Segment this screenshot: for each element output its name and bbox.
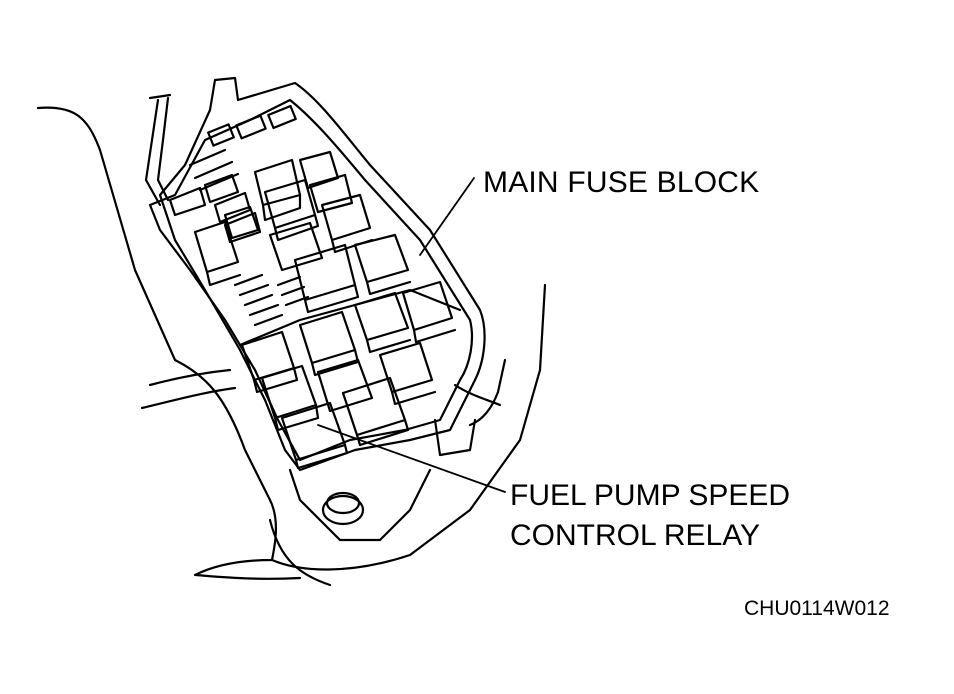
body-panel	[36, 106, 547, 587]
relay	[353, 233, 412, 296]
leader-lines	[317, 177, 506, 493]
relay	[316, 358, 374, 413]
relay-label-line-1: FUEL PUMP SPEED	[510, 479, 791, 512]
fuse-slot	[267, 104, 297, 130]
fuse-slot	[235, 114, 267, 140]
relay-label-line-2: CONTROL RELAY	[510, 519, 761, 552]
figure-code: CHU0114W012	[744, 597, 890, 620]
relay	[298, 310, 360, 377]
lower-relay-section	[238, 280, 462, 470]
relay	[193, 220, 242, 287]
relay	[353, 291, 412, 354]
relay	[308, 173, 354, 214]
upper-fuse-section	[168, 104, 412, 327]
relay	[293, 243, 360, 314]
relay	[378, 341, 437, 406]
relay	[260, 364, 320, 432]
relay	[401, 280, 457, 344]
relay	[268, 221, 324, 272]
relay	[223, 205, 260, 240]
fuse-slot	[207, 123, 235, 147]
fuel-pump-relay-label: FUEL PUMP SPEED CONTROL RELAY	[510, 476, 790, 556]
main-fuse-block-label: MAIN FUSE BLOCK	[483, 166, 760, 199]
fuel-pump-speed-control-relay	[280, 401, 349, 470]
relay-leader-line	[317, 424, 506, 493]
main-fuse-leader-line	[419, 177, 475, 256]
fuse-block-housing	[144, 76, 502, 542]
relay	[253, 158, 302, 222]
